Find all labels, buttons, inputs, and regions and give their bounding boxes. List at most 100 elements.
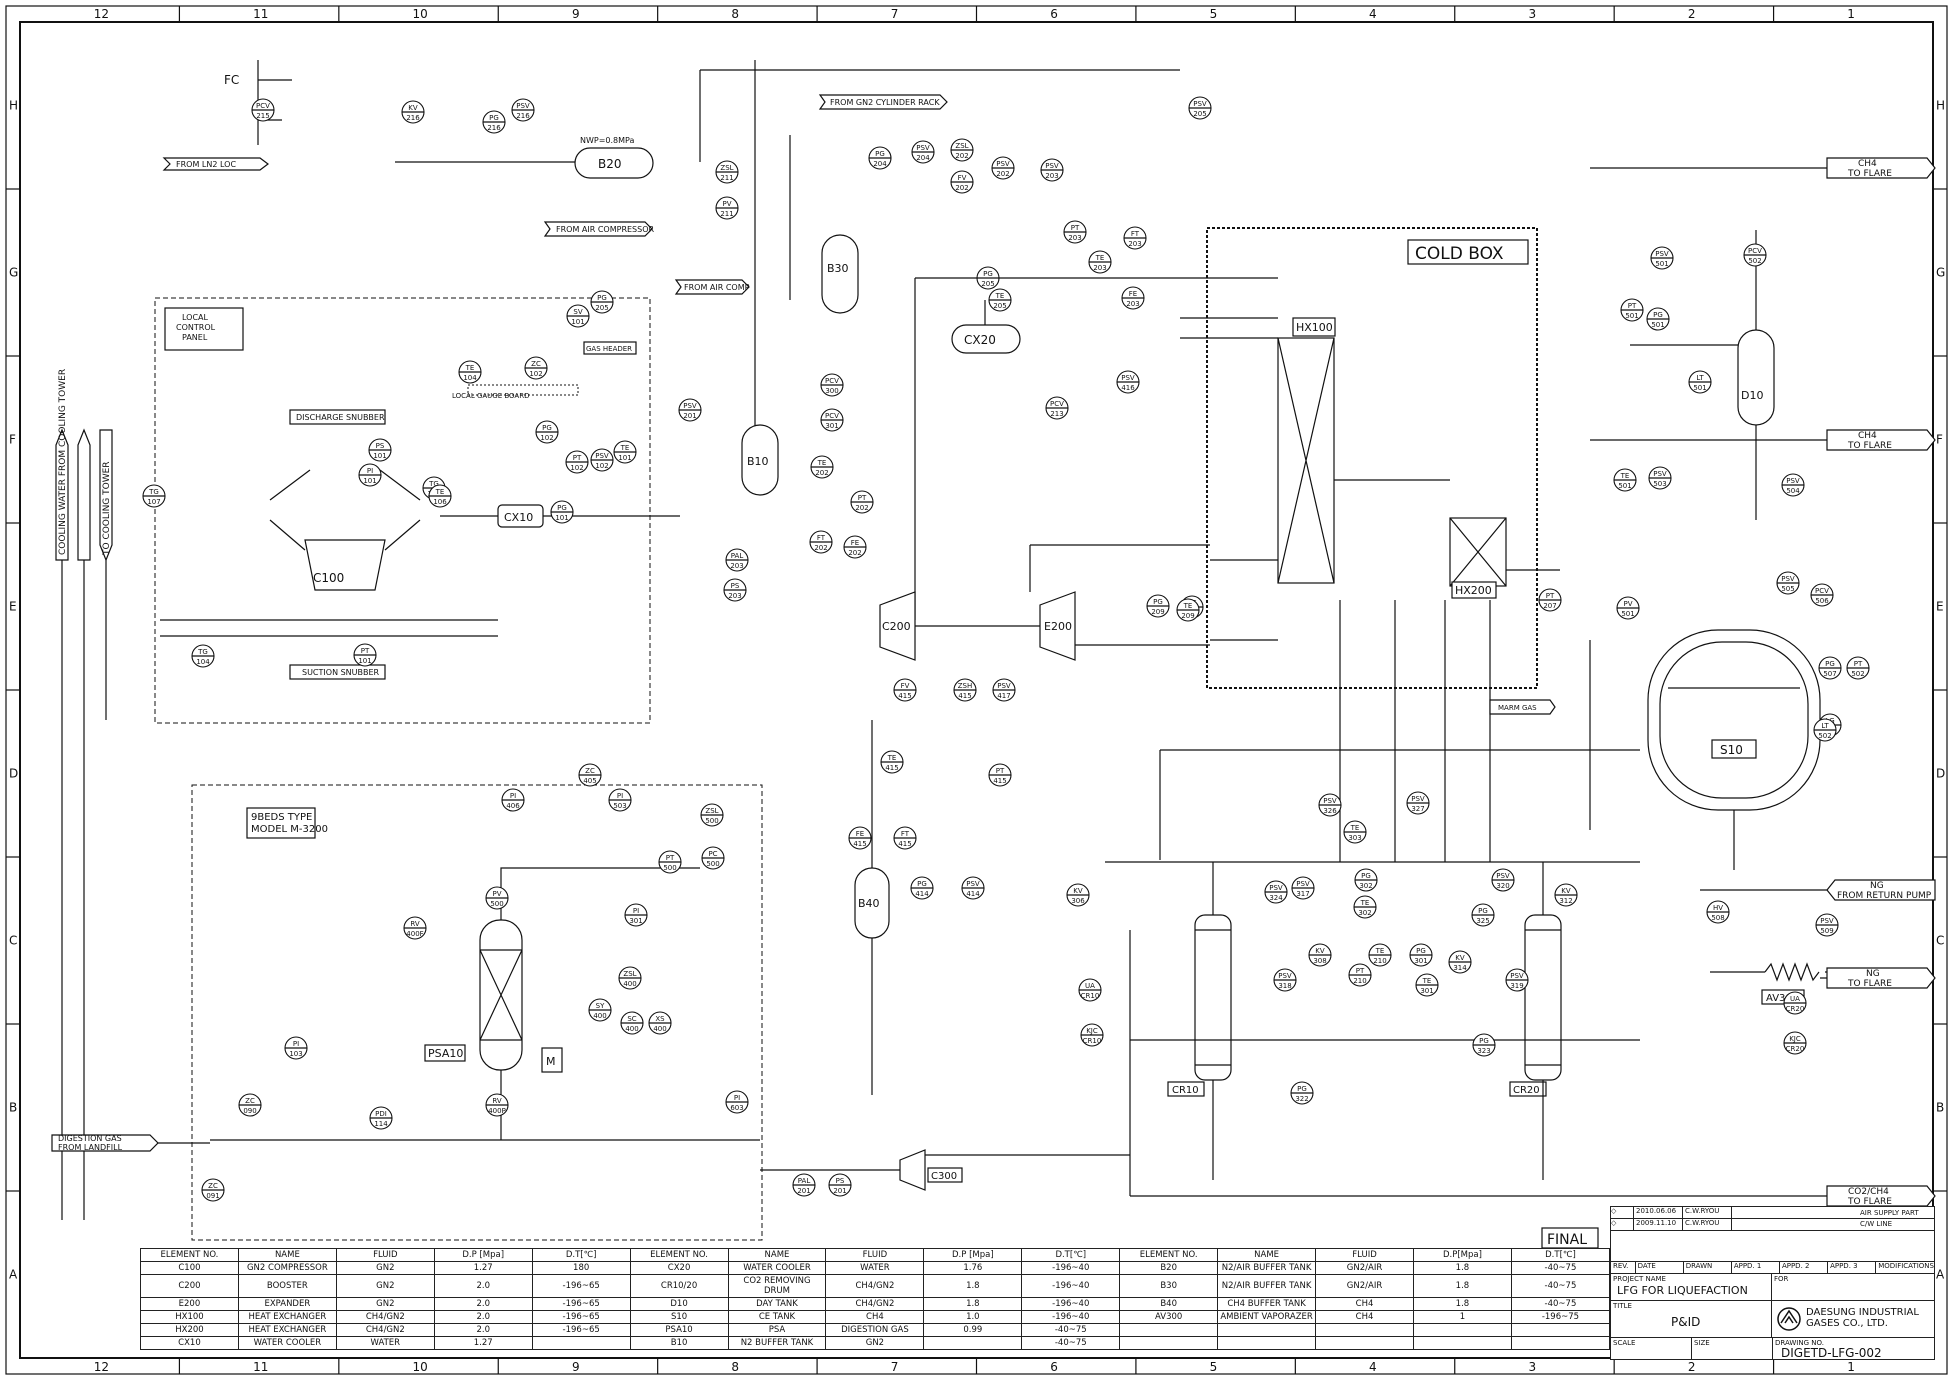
suction-snubber[interactable] (289, 664, 386, 680)
b30-vessel[interactable] (821, 234, 859, 314)
gas-header[interactable] (583, 341, 637, 355)
ng-to-flare-arrow[interactable] (1826, 967, 1936, 989)
co2-ch4-to-flare-arrow[interactable] (1826, 1185, 1936, 1207)
discharge-snubber[interactable] (289, 409, 386, 425)
psa-motor[interactable] (541, 1047, 563, 1073)
c100-compressor[interactable] (304, 539, 386, 591)
s10-tank[interactable] (1647, 629, 1821, 811)
from-air-comp-arrow[interactable] (674, 279, 750, 295)
digestion-gas-arrow[interactable] (51, 1134, 159, 1152)
marm-gas-arrow[interactable] (1489, 699, 1556, 715)
ng-from-return-pump-arrow[interactable] (1826, 879, 1936, 901)
cr10-drum[interactable] (1194, 914, 1232, 1081)
b10-vessel[interactable] (741, 424, 779, 496)
c200-booster[interactable] (879, 591, 916, 661)
